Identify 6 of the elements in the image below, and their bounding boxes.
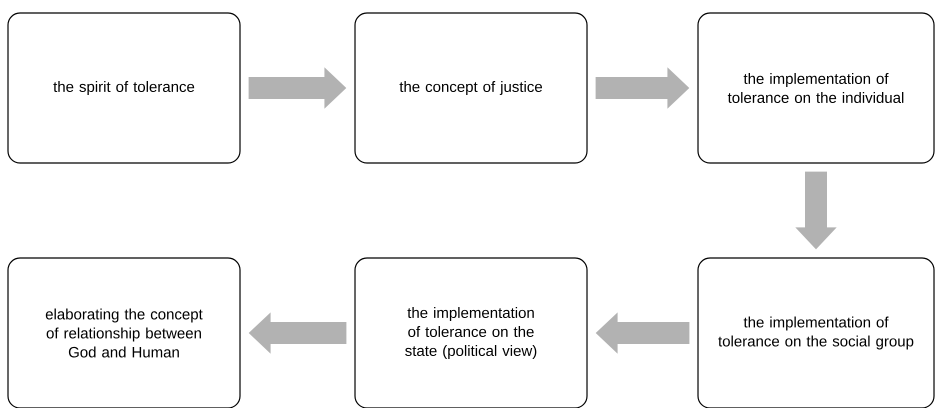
process-box: elaborating the concept of relationship between God and Human	[7, 257, 241, 408]
process-box: the implementation of tolerance on the social group	[697, 257, 935, 408]
process-box: the implementation of tolerance on the individual	[697, 12, 935, 164]
process-box: the implementation of tolerance on the state (political view)	[354, 257, 588, 408]
process-box: the concept of justice	[354, 12, 588, 164]
process-box: the spirit of tolerance	[7, 12, 241, 164]
